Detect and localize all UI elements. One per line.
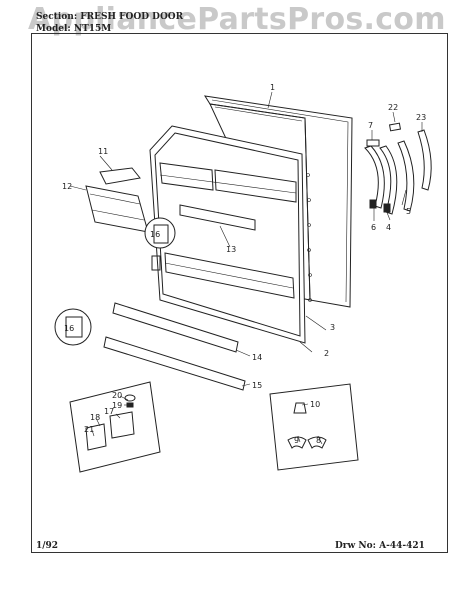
callout-17: 17: [104, 407, 114, 416]
hinge-parts-drawing: [364, 122, 432, 215]
door-liner-drawing: [149, 125, 312, 344]
inset-cam-box: [269, 383, 359, 471]
callout-2: 2: [324, 349, 329, 358]
callout-11: 11: [98, 147, 108, 156]
callout-10: 10: [310, 400, 320, 409]
section-title: Section: FRESH FOOD DOOR: [36, 12, 184, 22]
callout-16-left: 16: [64, 324, 74, 333]
footer-date: 1/92: [36, 541, 59, 551]
shelf-bar-13: [179, 204, 256, 231]
callout-19: 19: [112, 401, 122, 410]
callout-18: 18: [90, 413, 100, 422]
callout-5: 5: [406, 207, 411, 216]
model-title: Model: NT15M: [36, 24, 112, 34]
callout-8: 8: [316, 436, 321, 445]
callout-22: 22: [388, 103, 398, 112]
callout-labels: 1 2 3 4 5 6 7 8 9 10 11 12 13 14 15 16 1…: [62, 83, 426, 445]
callout-16-top: 16: [150, 230, 160, 239]
callout-23: 23: [416, 113, 426, 122]
detail-circle-16-left: [54, 308, 92, 346]
diagram-frame: [31, 33, 448, 553]
detail-circle-16-top: [144, 217, 176, 249]
door-gasket-drawing: [204, 95, 353, 308]
callout-14: 14: [252, 353, 262, 362]
callout-12: 12: [62, 182, 72, 191]
inset-hinge-box: [69, 381, 161, 473]
trim-bar-14: [112, 302, 239, 353]
watermark: AppliancePartsPros.com: [28, 2, 446, 37]
butter-door-11: [99, 167, 141, 185]
callout-3: 3: [330, 323, 335, 332]
callout-4: 4: [386, 223, 391, 232]
callout-9: 9: [294, 436, 299, 445]
callout-13: 13: [226, 245, 236, 254]
callout-20: 20: [112, 391, 122, 400]
leader-lines: [69, 91, 423, 445]
trim-bar-15: [103, 336, 246, 391]
callout-7: 7: [368, 121, 373, 130]
callout-6: 6: [371, 223, 376, 232]
callout-15: 15: [252, 381, 262, 390]
butter-compartment-12: [85, 185, 149, 233]
footer-drawing-number: Drw No: A-44-421: [335, 541, 425, 551]
callout-1: 1: [270, 83, 275, 92]
callout-21: 21: [84, 425, 94, 434]
